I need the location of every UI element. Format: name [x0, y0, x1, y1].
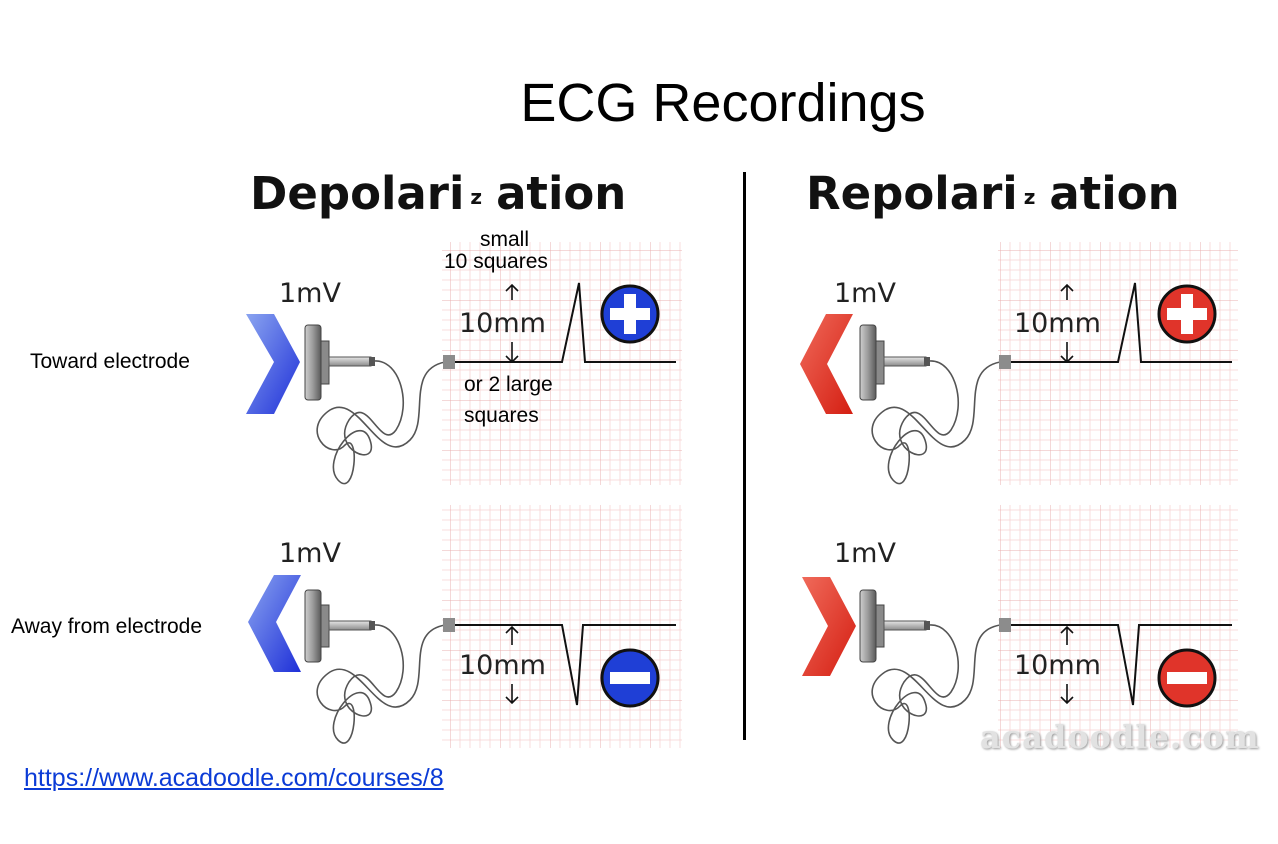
plus-icon	[600, 284, 660, 344]
voltage-label: 1mV	[834, 278, 896, 309]
wave-chevron-left	[800, 314, 853, 414]
annotation-small: small	[480, 228, 530, 251]
watermark: acadoodle.com	[980, 718, 1260, 756]
row-label-toward: Toward electrode	[30, 350, 190, 373]
ecg-trace-positive	[455, 282, 676, 363]
wire-connector	[999, 618, 1011, 632]
deflection-label: 10mm	[459, 650, 546, 681]
wire-connector	[443, 355, 455, 369]
measure-arrow	[505, 625, 519, 705]
ecg-trace-positive	[1011, 282, 1232, 363]
annotation-two-large: or 2 large	[464, 373, 553, 396]
heading-z: z	[1023, 185, 1036, 209]
column-divider	[743, 172, 746, 740]
heading-text: ation	[496, 167, 627, 220]
wave-chevron-right	[246, 314, 300, 414]
measure-arrow	[1060, 283, 1074, 364]
measure-arrow	[505, 283, 519, 364]
heading-text: ation	[1049, 167, 1180, 220]
ecg-grid	[998, 242, 1238, 485]
electrode-icon	[304, 324, 446, 485]
deflection-label: 10mm	[459, 308, 546, 339]
electrode-icon	[859, 324, 1001, 485]
ecg-grid	[442, 242, 682, 485]
minus-icon	[1157, 648, 1217, 708]
minus-icon	[600, 648, 660, 708]
wire-connector	[999, 355, 1011, 369]
heading-z: z	[470, 185, 483, 209]
voltage-label: 1mV	[279, 538, 341, 569]
wave-chevron-right	[802, 577, 856, 676]
electrode-icon	[859, 589, 1001, 744]
annotation-squares: squares	[464, 404, 539, 427]
wire-connector	[443, 618, 455, 632]
electrode-icon	[304, 589, 446, 744]
wave-chevron-left	[248, 575, 301, 672]
voltage-label: 1mV	[279, 278, 341, 309]
heading-text: Depolari	[250, 167, 465, 220]
measure-arrow	[1060, 625, 1074, 705]
ecg-trace-negative	[455, 624, 676, 706]
annotation-ten-squares: 10 squares	[444, 250, 548, 273]
deflection-label: 10mm	[1014, 308, 1101, 339]
ecg-trace-negative	[1011, 624, 1232, 706]
voltage-label: 1mV	[834, 538, 896, 569]
heading-text: Repolari	[806, 167, 1018, 220]
plus-icon	[1157, 284, 1217, 344]
source-link[interactable]: https://www.acadoodle.com/courses/8	[24, 764, 444, 792]
row-label-away: Away from electrode	[11, 615, 203, 638]
deflection-label: 10mm	[1014, 650, 1101, 681]
slide-title: ECG Recordings	[520, 73, 926, 133]
